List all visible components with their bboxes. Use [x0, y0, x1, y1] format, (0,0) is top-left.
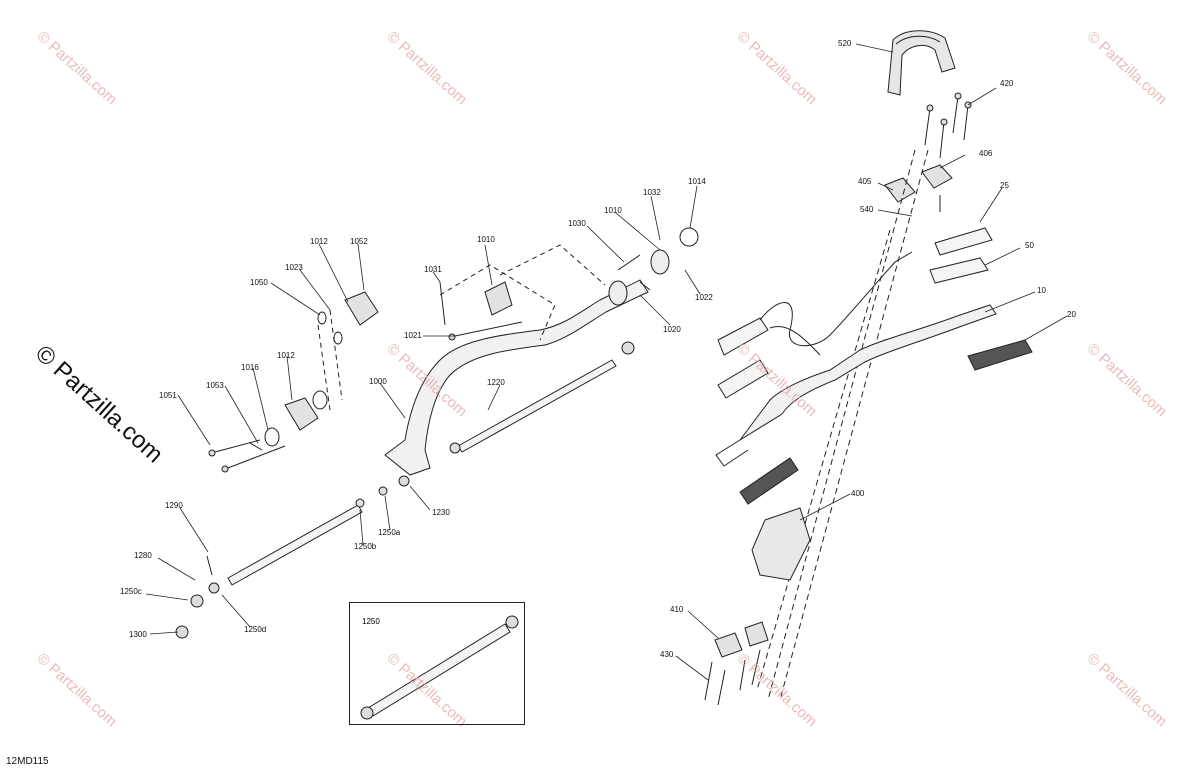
callout-1051: 1051 — [159, 391, 177, 400]
handlebar-clamps-upper — [884, 164, 953, 212]
callout-430: 430 — [660, 650, 674, 659]
callout-1250d: 1250d — [244, 625, 267, 634]
column-bracket — [751, 507, 811, 581]
bolt-1021 — [448, 321, 523, 341]
callout-1053: 1053 — [206, 381, 224, 390]
lower-clamps — [704, 621, 769, 706]
callout-10: 10 — [1037, 286, 1046, 295]
handlebar-grips — [717, 227, 1033, 505]
callout-1050: 1050 — [250, 278, 268, 287]
callout-1250a: 1250a — [378, 528, 401, 537]
callout-1000: 1000 — [369, 377, 387, 386]
handlebar-pad — [887, 30, 956, 96]
callout-1280: 1280 — [134, 551, 152, 560]
dashed-guides-left — [317, 309, 343, 411]
upper-tie-rod — [449, 341, 635, 454]
callout-1012-top: 1012 — [310, 237, 328, 246]
callout-50: 50 — [1025, 241, 1034, 250]
callout-420: 420 — [1000, 79, 1014, 88]
callout-1031: 1031 — [424, 265, 442, 274]
callout-1300: 1300 — [129, 630, 147, 639]
lower-tie-rod — [175, 475, 410, 639]
callout-1290: 1290 — [165, 501, 183, 510]
left-pillow-block — [208, 291, 379, 473]
callout-1014: 1014 — [688, 177, 706, 186]
callout-1012-bottom: 1012 — [277, 351, 295, 360]
wire-harness — [759, 251, 913, 356]
callout-520: 520 — [838, 39, 852, 48]
callout-1220: 1220 — [487, 378, 505, 387]
callout-540: 540 — [860, 205, 874, 214]
inset-label: 1250 — [362, 617, 380, 626]
dashed-guides-center — [439, 244, 606, 341]
callout-406: 406 — [979, 149, 993, 158]
callout-1021: 1021 — [404, 331, 422, 340]
callout-1250c: 1250c — [120, 587, 142, 596]
callout-405: 405 — [858, 177, 872, 186]
diagram-code: 12MD115 — [6, 756, 49, 767]
callout-1020: 1020 — [663, 325, 681, 334]
callout-1052: 1052 — [350, 237, 368, 246]
inset-box: 1250 — [349, 602, 525, 725]
callout-410: 410 — [670, 605, 684, 614]
bolt-1031 — [439, 281, 446, 326]
callout-1030: 1030 — [568, 219, 586, 228]
callout-400: 400 — [851, 489, 865, 498]
pad-screws — [924, 92, 972, 159]
inset-tie-rod — [360, 615, 519, 720]
callout-20: 20 — [1067, 310, 1076, 319]
callout-1010-center: 1010 — [477, 235, 495, 244]
leader-lines — [145, 43, 1068, 681]
callout-25: 25 — [1000, 181, 1009, 190]
handlebar — [715, 304, 997, 467]
callout-1022: 1022 — [695, 293, 713, 302]
callout-1250b: 1250b — [354, 542, 377, 551]
callout-1023: 1023 — [285, 263, 303, 272]
steering-bushings — [484, 227, 699, 316]
callout-1016: 1016 — [241, 363, 259, 372]
callout-1010-right: 1010 — [604, 206, 622, 215]
callout-1032: 1032 — [643, 188, 661, 197]
callout-1230: 1230 — [432, 508, 450, 517]
steering-column — [756, 149, 929, 701]
